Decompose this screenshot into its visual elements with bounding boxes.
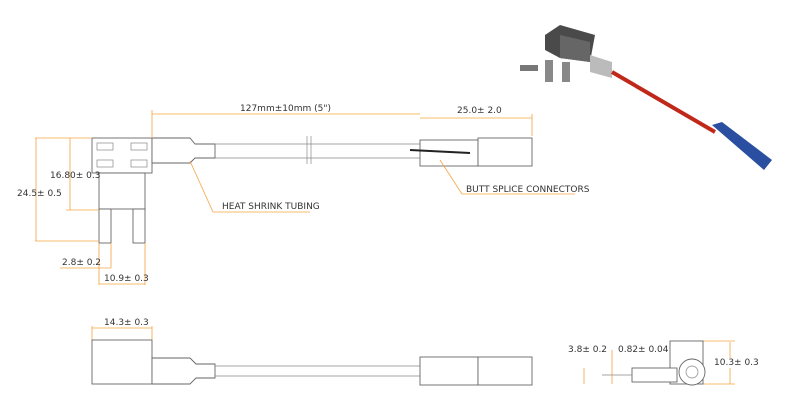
blade-thickness-dimension: 0.82± 0.04: [618, 345, 669, 355]
butt-splice-length-dimension: 25.0± 2.0: [457, 106, 502, 116]
heat-shrink-callout: HEAT SHRINK TUBING: [222, 202, 320, 212]
total-height-dimension: 24.5± 0.5: [17, 189, 62, 199]
product-render: [520, 25, 772, 170]
blade-span-dimension: 10.9± 0.3: [104, 274, 149, 284]
side-height-dimension: 10.3± 0.3: [714, 358, 759, 368]
dimension-lines: [35, 110, 735, 385]
bottom-view: [91, 339, 533, 386]
top-width-dimension: 14.3± 0.3: [104, 318, 149, 328]
butt-splice-callout: BUTT SPLICE CONNECTORS: [466, 185, 590, 195]
side-blade-height-dimension: 3.8± 0.2: [568, 345, 608, 355]
side-view: [602, 340, 706, 386]
front-view: [91, 136, 533, 244]
upper-height-dimension: 16.80± 0.3: [50, 171, 101, 181]
cable-length-dimension: 127mm±10mm (5"): [240, 104, 331, 114]
blade-width-dimension: 2.8± 0.2: [62, 258, 102, 268]
